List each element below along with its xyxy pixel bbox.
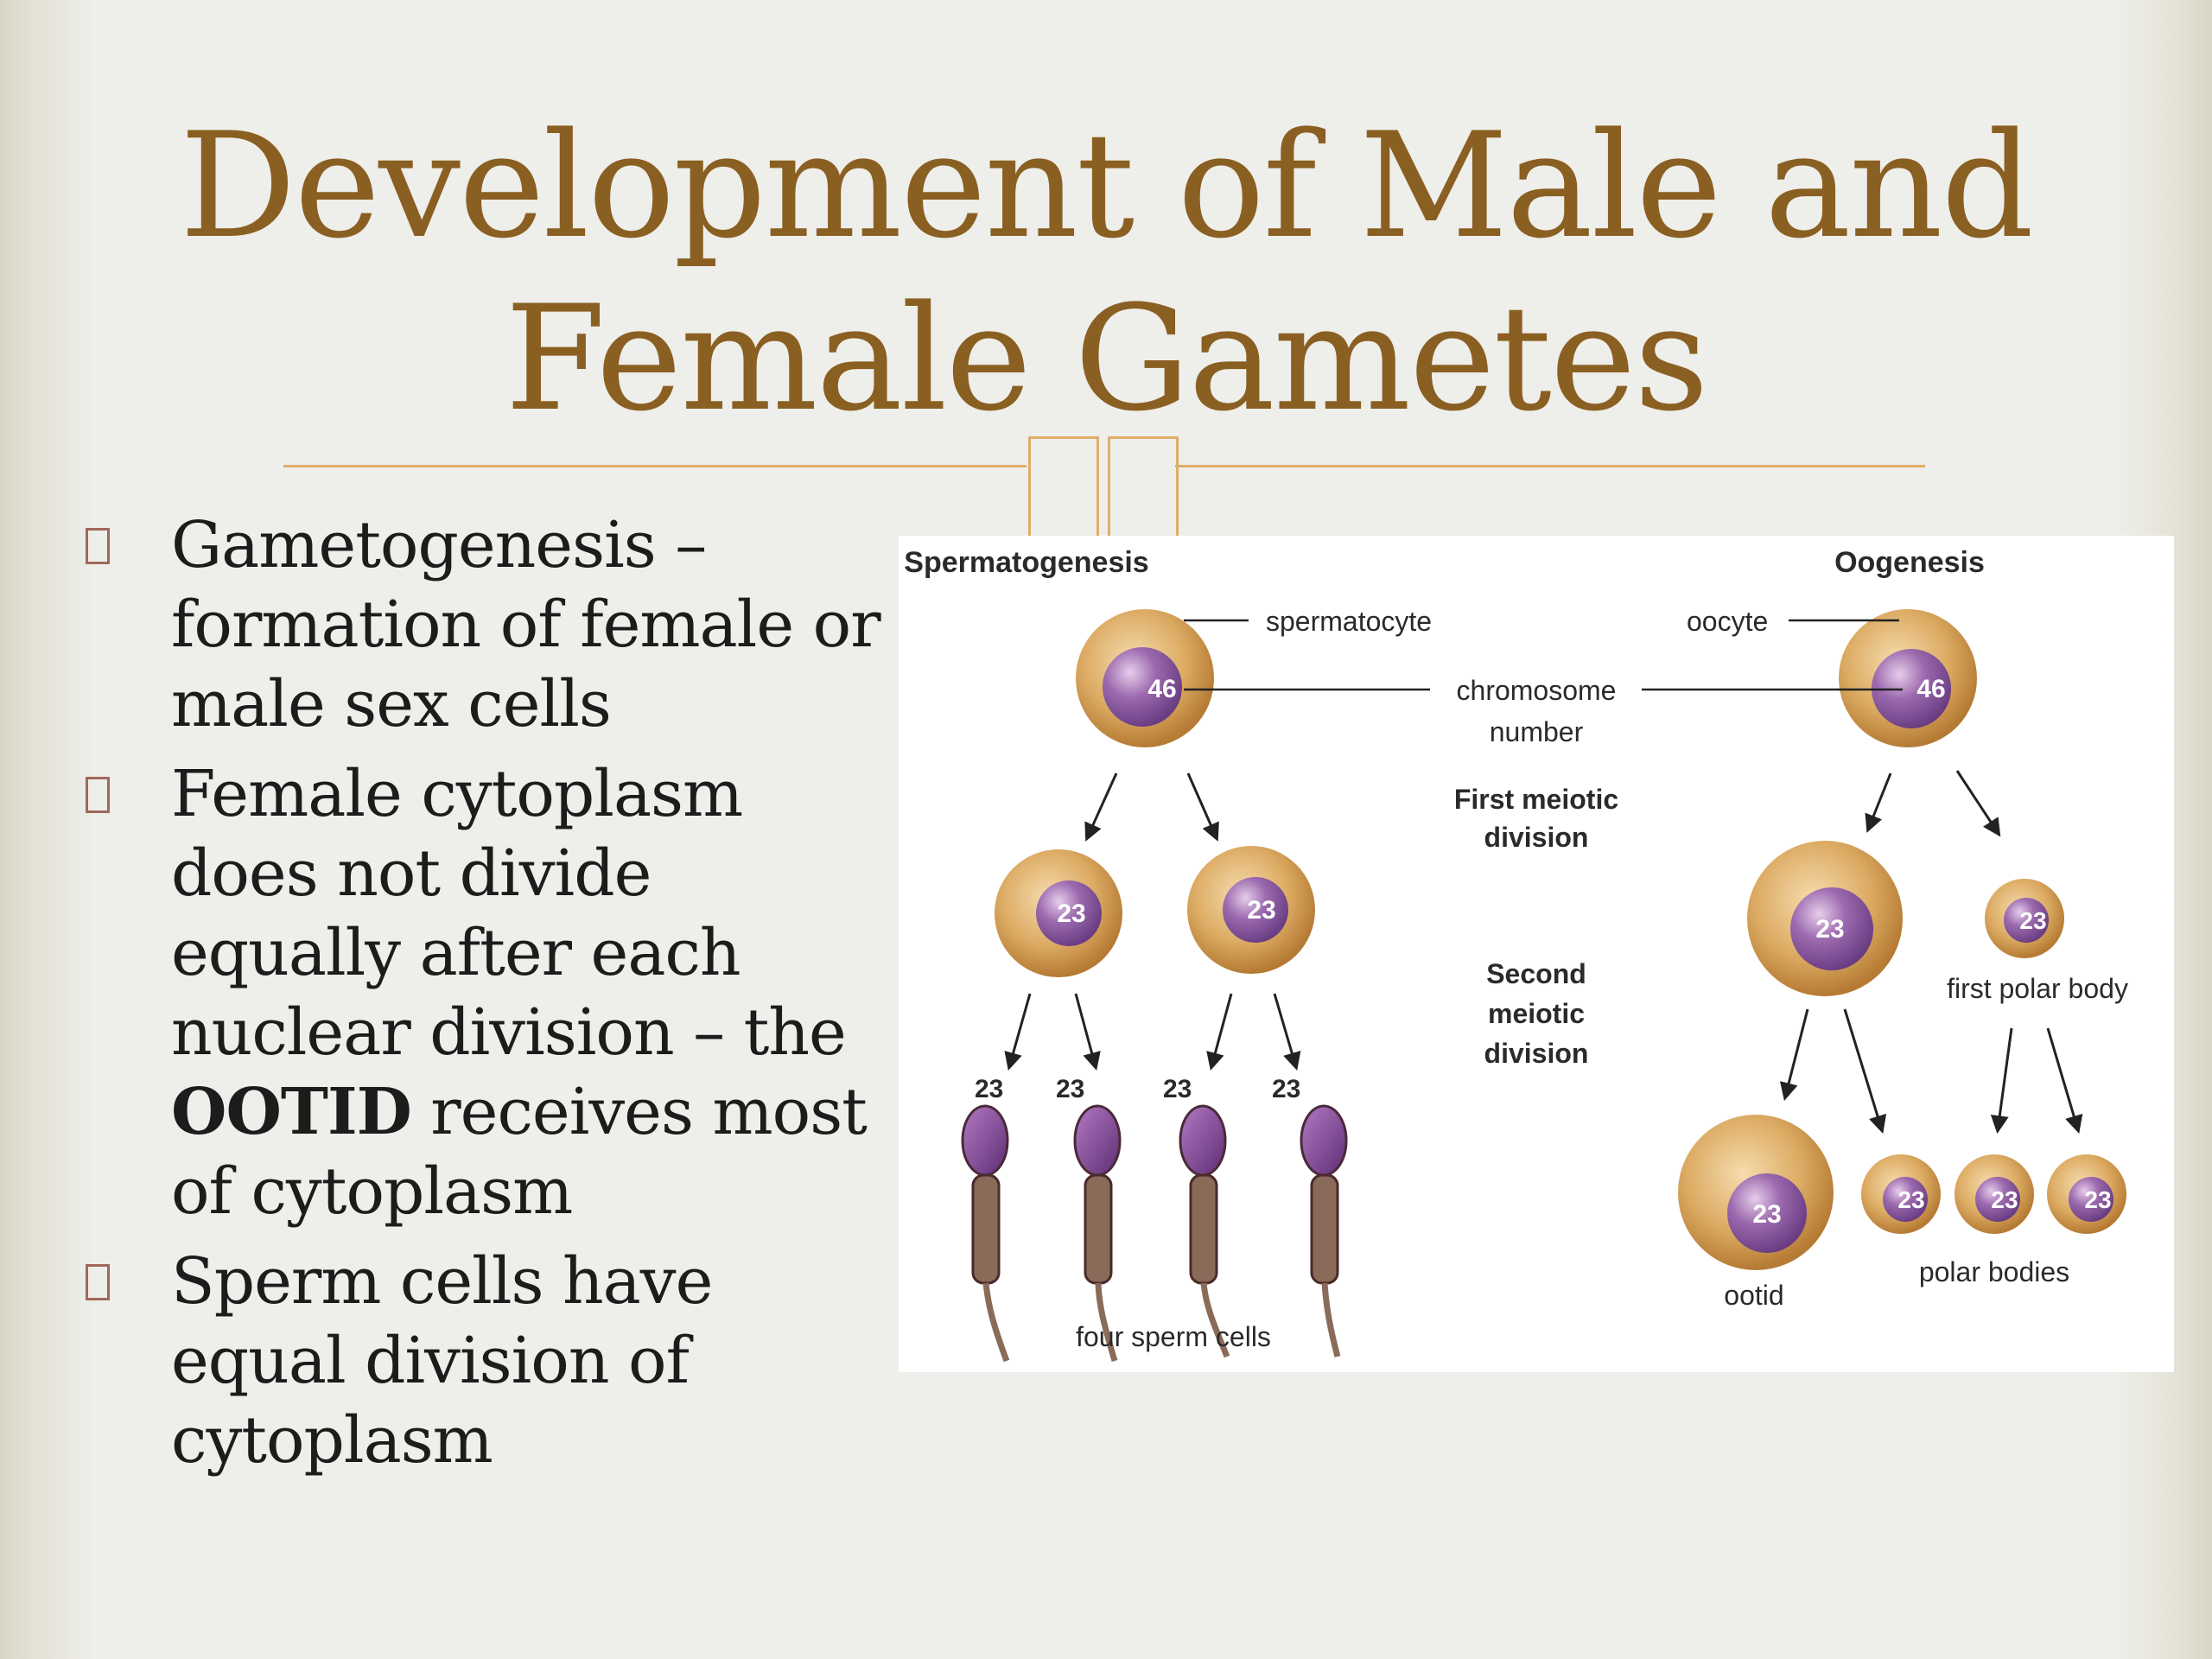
chromosome-count: 23 — [1057, 899, 1085, 928]
arrow — [1843, 1008, 1887, 1135]
arrow — [1779, 1008, 1809, 1102]
bullet-bold-term: OOTID — [171, 1075, 412, 1149]
arrow — [1186, 772, 1219, 842]
arrow — [1084, 772, 1118, 842]
four-sperm-cells-label: four sperm cells — [1076, 1321, 1271, 1352]
bullet-text: Female cytoplasm does not divide equally… — [171, 754, 894, 1231]
chromosome-count: 23 — [1752, 1200, 1781, 1229]
ootid-cell: 23 — [1678, 1115, 1834, 1270]
spermatogenesis-heading: Spermatogenesis — [904, 546, 1148, 579]
secondary-spermatocyte: 23 — [1187, 846, 1315, 974]
bullet-text-part: Female cytoplasm does not divide equally… — [171, 757, 847, 1070]
oogenesis-heading: Oogenesis — [1834, 546, 1985, 579]
arrow — [1273, 993, 1301, 1071]
first-polar-body-label: first polar body — [1947, 973, 2128, 1004]
bullet-marker — [86, 1264, 110, 1300]
chromosome-count: 23 — [2084, 1186, 2111, 1213]
second-meiotic-label: Second — [1486, 958, 1586, 989]
second-meiotic-label-line-3: division — [1484, 1038, 1589, 1069]
sperm-cell: 23 — [1163, 1075, 1230, 1358]
chromosome-count-label: 23 — [1272, 1075, 1300, 1103]
bullet-text-part: receives most of cytoplasm — [171, 1075, 868, 1229]
diagram-svg: Spermatogenesis Oogenesis 46 spermatocyt… — [904, 546, 2128, 1363]
oocyte-cell: 46 — [1839, 609, 1977, 747]
arrow — [1865, 772, 1892, 833]
bullet-marker — [86, 528, 110, 564]
second-meiotic-label-line-2: meiotic — [1488, 998, 1585, 1029]
spermatocyte-cell: 46 — [1076, 609, 1214, 747]
bullet-marker — [86, 777, 110, 813]
chromosome-count: 23 — [1991, 1186, 2018, 1213]
ootid-label: ootid — [1724, 1280, 1783, 1311]
secondary-oocyte: 23 — [1747, 841, 1903, 996]
chromosome-label: chromosome — [1457, 675, 1617, 706]
chromosome-label-line-2: number — [1490, 716, 1584, 747]
title-line-2: Female Gametes — [505, 274, 1708, 443]
chromosome-count: 23 — [1815, 915, 1844, 944]
sperm-cell: 23 — [1056, 1075, 1122, 1362]
bullet-item: Sperm cells have equal division of cytop… — [82, 1242, 894, 1480]
arrow — [1074, 993, 1101, 1071]
gametogenesis-diagram: Spermatogenesis Oogenesis 46 spermatocyt… — [899, 536, 2174, 1372]
arrow — [1206, 993, 1233, 1071]
chromosome-count-label: 23 — [975, 1075, 1003, 1103]
chromosome-count-label: 23 — [1163, 1075, 1192, 1103]
polar-bodies-label: polar bodies — [1919, 1256, 2069, 1287]
title-line-1: Development of Male and — [179, 101, 2034, 270]
title-rule-right — [1175, 465, 1925, 467]
chromosome-count: 46 — [1916, 675, 1945, 703]
title-ornament-box-left — [1028, 436, 1099, 545]
bullet-list: Gametogenesis – formation of female or m… — [82, 505, 894, 1491]
bullet-item: Female cytoplasm does not divide equally… — [82, 754, 894, 1231]
title-rule-left — [283, 465, 1027, 467]
first-meiotic-label: First meiotic — [1454, 784, 1618, 815]
spermatocyte-label: spermatocyte — [1266, 606, 1432, 637]
secondary-spermatocyte: 23 — [995, 849, 1122, 977]
oocyte-label: oocyte — [1687, 606, 1768, 637]
chromosome-count: 23 — [2019, 907, 2046, 934]
bullet-text: Sperm cells have equal division of cytop… — [171, 1244, 713, 1478]
bullet-item: Gametogenesis – formation of female or m… — [82, 505, 894, 744]
sperm-cell: 23 — [1272, 1075, 1348, 1357]
arrow — [1955, 770, 2001, 837]
arrow — [1004, 993, 1032, 1071]
chromosome-count: 23 — [1897, 1186, 1924, 1213]
slide-title: Development of Male and Female Gametes — [138, 99, 2074, 445]
chromosome-count: 23 — [1247, 896, 1275, 925]
title-ornament-box-right — [1108, 436, 1179, 545]
arrow — [2046, 1027, 2083, 1135]
sperm-cell: 23 — [961, 1075, 1010, 1363]
chromosome-count-label: 23 — [1056, 1075, 1084, 1103]
polar-body: 23 — [1955, 1154, 2034, 1234]
arrow — [1990, 1027, 2013, 1135]
bullet-text: Gametogenesis – formation of female or m… — [171, 508, 881, 741]
polar-body: 23 — [1861, 1154, 1941, 1234]
first-polar-body: 23 — [1985, 879, 2064, 958]
chromosome-count: 46 — [1147, 675, 1176, 703]
polar-body: 23 — [2047, 1154, 2126, 1234]
first-meiotic-label-line-2: division — [1484, 822, 1589, 853]
